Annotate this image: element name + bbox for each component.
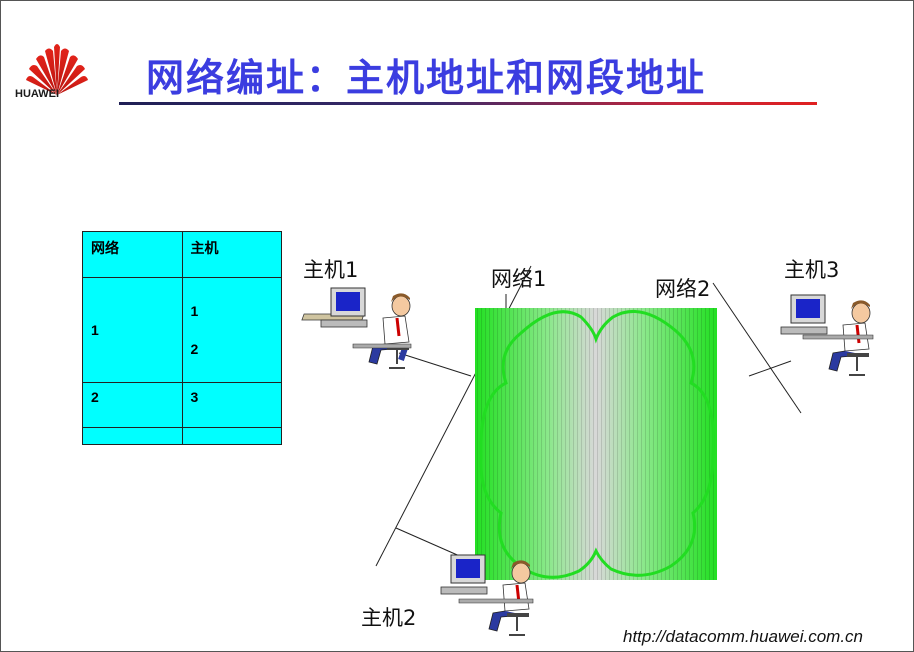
table-row (82, 427, 282, 445)
network-cloud (475, 308, 717, 580)
cell-host-value: 2 (190, 341, 199, 357)
host3-label: 主机3 (784, 258, 840, 282)
host1-workstation (301, 287, 412, 369)
cell-hosts: 1 2 (181, 277, 282, 383)
footer-url: http://datacomm.huawei.com.cn (623, 627, 864, 646)
host1-label: 主机1 (303, 258, 359, 282)
network1-label: 网络1 (491, 267, 547, 291)
title-underline (119, 102, 817, 105)
huawei-logo (26, 44, 88, 95)
table-header-row: 网络 主机 (82, 231, 282, 278)
cell-host-value: 3 (181, 382, 282, 428)
network2-label: 网络2 (655, 277, 711, 301)
cell-network: 1 (82, 277, 183, 383)
cell-host-value: 1 (190, 303, 199, 319)
brand-name: HUAWEI (15, 88, 59, 100)
address-table: 网络 主机 1 1 2 2 3 (82, 231, 282, 445)
cell-host-value (181, 427, 282, 445)
host3-workstation (780, 294, 874, 376)
table-row: 1 1 2 (82, 277, 282, 383)
page-title: 网络编址：主机地址和网段地址 (146, 56, 707, 100)
host2-workstation (440, 554, 534, 636)
host2-label: 主机2 (361, 606, 417, 630)
header-host: 主机 (181, 231, 282, 278)
table-row: 2 3 (82, 382, 282, 428)
